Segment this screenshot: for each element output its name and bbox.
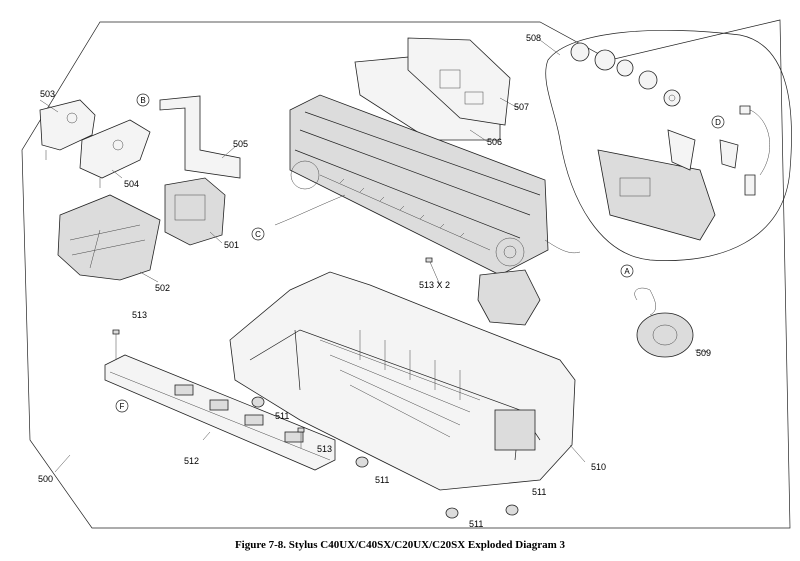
screw-513-c <box>425 257 433 263</box>
label-504: 504 <box>124 179 139 189</box>
connector-A-label: A <box>624 267 630 276</box>
diagram-boundary <box>21 19 791 529</box>
figure-caption: Figure 7-8. Stylus C40UX/C40SX/C20UX/C20… <box>234 539 566 551</box>
part-512-panel <box>104 354 336 471</box>
label-511-d: 511 <box>469 519 483 529</box>
label-503: 503 <box>40 89 55 99</box>
connector-C: C <box>251 227 265 241</box>
label-511-a: 511 <box>275 411 289 421</box>
screw-513-a <box>112 329 120 335</box>
label-509: 509 <box>696 348 711 358</box>
part-510-lower-housing <box>229 271 576 491</box>
part-509-motor-group <box>634 287 709 358</box>
connector-F-label: F <box>120 402 125 411</box>
main-chassis <box>289 94 549 276</box>
connector-B-label: B <box>140 96 145 105</box>
label-513-a: 513 <box>132 310 147 320</box>
label-511-b: 511 <box>375 475 389 485</box>
connector-D-label: D <box>715 118 721 127</box>
label-501: 501 <box>224 240 239 250</box>
carriage-assembly-group <box>39 95 241 283</box>
part-505-cable <box>159 95 241 179</box>
label-508: 508 <box>526 33 541 43</box>
label-500: 500 <box>38 474 53 484</box>
connector-F: F <box>115 399 129 413</box>
part-503-bracket <box>39 99 96 151</box>
foot-511-a <box>251 396 265 408</box>
part-509-motor <box>636 312 694 358</box>
screw-513-b <box>297 427 305 433</box>
foot-511-b <box>355 456 369 468</box>
label-506: 506 <box>487 137 502 147</box>
part-507-board <box>407 37 511 126</box>
detail-508-group <box>539 30 792 261</box>
label-505: 505 <box>233 139 248 149</box>
connector-D: D <box>711 115 725 129</box>
label-512: 512 <box>184 456 199 466</box>
label-510: 510 <box>591 462 606 472</box>
label-513x2: 513 X 2 <box>419 280 450 290</box>
part-510-housing-group <box>229 271 586 519</box>
label-502: 502 <box>155 283 170 293</box>
connector-A: A <box>620 264 634 278</box>
part-502-holder <box>57 194 161 281</box>
foot-511-d <box>445 507 459 519</box>
foot-511-c <box>505 504 519 516</box>
connector-C-label: C <box>255 230 261 239</box>
label-507: 507 <box>514 102 529 112</box>
main-frame-group <box>274 37 581 326</box>
label-511-c: 511 <box>532 487 546 497</box>
part-501-carriage <box>164 177 226 246</box>
label-513-b: 513 <box>317 444 332 454</box>
detail-bubble-508 <box>545 30 792 261</box>
connector-B: B <box>136 93 150 107</box>
part-512-panel-group <box>104 257 433 471</box>
